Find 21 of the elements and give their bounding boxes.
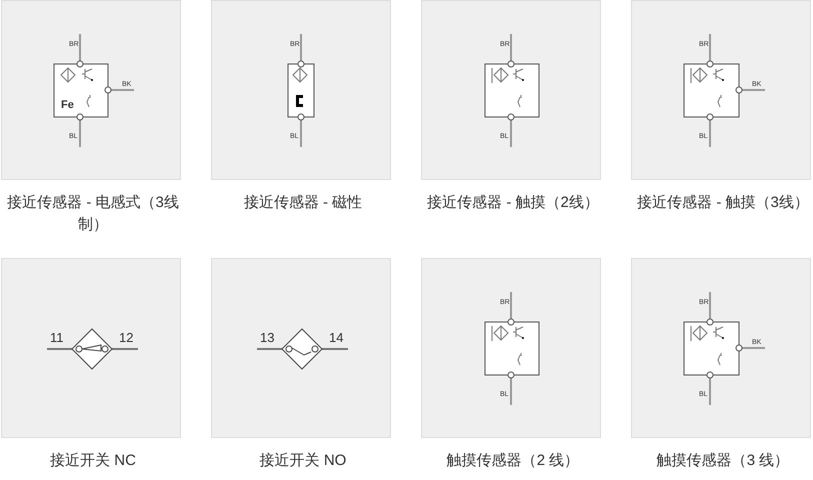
symbol-caption: 接近传感器 - 触摸（2线） bbox=[426, 193, 600, 213]
symbol-caption: 触摸传感器（3 线） bbox=[656, 451, 790, 471]
symbol-card bbox=[421, 0, 601, 180]
symbol-card bbox=[211, 0, 391, 180]
terminal-number: 14 bbox=[329, 331, 344, 345]
symbol-caption: 接近传感器 - 磁性 bbox=[242, 193, 364, 213]
material-label: Fe bbox=[61, 99, 74, 111]
symbol-caption: 接近传感器 - 电感式（3线制） bbox=[6, 193, 180, 235]
symbol-card bbox=[631, 0, 811, 180]
symbol-card bbox=[1, 258, 181, 438]
symbol-card bbox=[211, 258, 391, 438]
symbol-caption: 接近传感器 - 触摸（3线） bbox=[636, 193, 810, 213]
symbol-card bbox=[1, 0, 181, 180]
terminal-number: 11 bbox=[50, 331, 64, 345]
terminal-number: 12 bbox=[119, 331, 134, 345]
symbol-caption: 接近开关 NO bbox=[258, 451, 348, 471]
symbol-caption: 接近开关 NC bbox=[49, 451, 137, 471]
symbol-caption: 触摸传感器（2 线） bbox=[446, 451, 580, 471]
terminal-number: 13 bbox=[260, 331, 274, 345]
symbol-card bbox=[631, 258, 811, 438]
symbol-card bbox=[421, 258, 601, 438]
